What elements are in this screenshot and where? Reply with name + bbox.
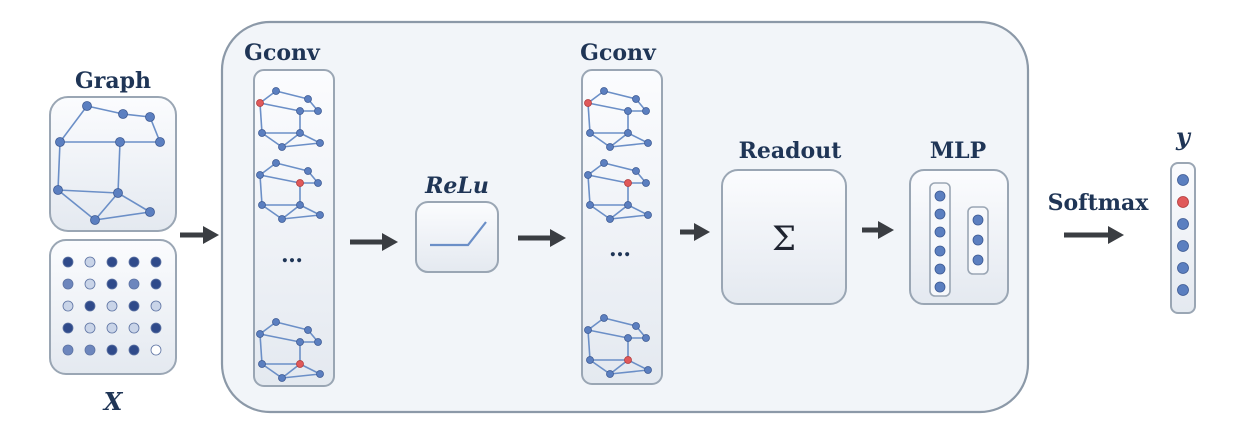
output-node [1177,240,1189,252]
output-vector [1177,174,1189,296]
graph-label: Graph [75,68,151,94]
output-node [1177,284,1189,296]
arrow-input-to-model [180,226,219,244]
feature-cell [106,278,118,290]
feature-cell [106,322,118,334]
gconv2-graph-3 [584,314,652,378]
feature-cell [62,322,74,334]
feature-cell [84,322,96,334]
feature-cell [84,256,96,268]
feature-cell [84,300,96,312]
gconv1-column: … [253,69,335,387]
feature-cell [128,278,140,290]
arrow-relu-to-gconv2 [518,229,566,247]
feature-cell [150,344,162,356]
feature-cell [106,300,118,312]
mlp-layer-1 [934,190,946,293]
mlp-layer-2 [972,214,984,266]
arrow-gconv1-to-relu [350,233,398,251]
feature-cell [128,344,140,356]
feature-cell [150,256,162,268]
feature-cell [62,256,74,268]
sum-symbol: Σ [772,219,796,259]
feature-cell [150,300,162,312]
feature-cell [84,344,96,356]
feature-cell [62,300,74,312]
gconv2-column: … [581,69,663,385]
readout-label: Readout [739,138,843,164]
output-node [1177,262,1189,274]
feature-cell [128,256,140,268]
readout-box: Σ [721,169,847,305]
gconv1-ellipsis: … [281,242,303,268]
feature-cell [106,256,118,268]
feature-cell [128,322,140,334]
feature-cell [62,344,74,356]
mlp-box [909,169,1009,305]
gconv2-graph-2 [584,159,652,223]
graph-input-box [49,96,177,232]
feature-cell [106,344,118,356]
arrow-readout-to-mlp [862,221,894,239]
gconv1-label: Gconv [244,40,321,66]
feature-cell [150,278,162,290]
x-label: X [102,387,124,416]
gconv1-graph-3 [256,318,324,382]
feature-matrix-box [49,239,177,375]
feature-cell [84,278,96,290]
relu-icon [430,221,487,247]
relu-label: ReLu [424,173,489,199]
gconv1-graph-1 [256,87,324,151]
output-node [1177,174,1189,186]
feature-matrix [62,256,162,356]
output-node-highlight [1177,196,1189,208]
feature-cell [128,300,140,312]
softmax-label: Softmax [1048,190,1150,216]
feature-cell [62,278,74,290]
y-label: y [1175,122,1192,151]
feature-cell [150,322,162,334]
gconv2-graph-1 [584,87,652,151]
mlp-label: MLP [930,138,986,164]
arrow-gconv2-to-readout [680,223,710,241]
relu-box [415,201,499,273]
output-node [1177,218,1189,230]
input-graph [53,101,165,225]
output-vector-box [1170,162,1196,314]
gconv2-ellipsis: … [609,236,631,262]
arrow-to-output [1064,226,1124,244]
gconv1-graph-2 [256,159,324,223]
gconv2-label: Gconv [580,40,657,66]
